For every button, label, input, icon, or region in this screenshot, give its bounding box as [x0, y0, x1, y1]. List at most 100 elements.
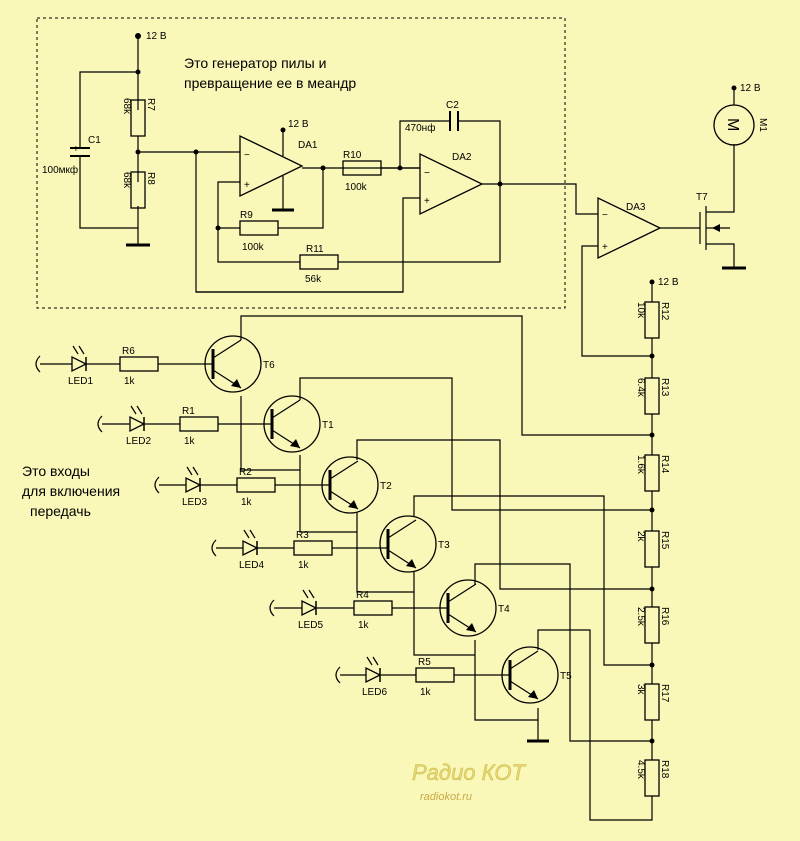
resistor-label-r5: R5 — [418, 657, 431, 668]
transistor-t4 — [439, 579, 497, 637]
transistor-label-t4: T4 — [498, 604, 510, 615]
c1-plus: + — [73, 144, 79, 155]
r16-label: R16 — [659, 607, 670, 626]
transistor-t2 — [321, 456, 379, 514]
led-label-5: LED5 — [298, 620, 323, 631]
r12-value: 10k — [635, 302, 646, 319]
r9-value: 100k — [242, 242, 265, 253]
led-6 — [365, 666, 382, 684]
inputs-note-line1: Это входы — [22, 463, 90, 479]
da1-label: DA1 — [298, 140, 318, 151]
resistor-label-r3: R3 — [296, 530, 309, 541]
led-3 — [185, 476, 202, 494]
supply-label-1: 12 В — [146, 31, 167, 42]
r17-label: R17 — [659, 684, 670, 703]
r13-label: R13 — [659, 378, 670, 397]
resistor-value-r4: 1k — [358, 620, 370, 631]
led-1 — [71, 355, 88, 373]
r10-label: R10 — [343, 150, 362, 161]
r7-value: 68k — [121, 98, 132, 115]
resistor-divider — [589, 279, 660, 821]
resistor-value-r1: 1k — [184, 436, 196, 447]
generator-note-line1: Это генератор пилы и — [184, 55, 326, 71]
r7-label: R7 — [145, 98, 156, 111]
resistor-r8 — [130, 171, 146, 209]
input-jack-5 — [269, 599, 275, 617]
led-label-3: LED3 — [182, 497, 207, 508]
opamp-da2 — [419, 152, 484, 216]
resistor-r14 — [644, 454, 660, 492]
da1-plus: + — [244, 180, 250, 191]
r10-value: 100k — [345, 182, 368, 193]
transistor-t6 — [204, 335, 262, 393]
r8-label: R8 — [145, 172, 156, 185]
r9-label: R9 — [240, 210, 253, 221]
resistor-r17 — [644, 683, 660, 721]
transistor-stages: LED1R61kT6LED2R11kT1LED3R21kT2LED4R31kT3… — [35, 335, 572, 704]
r14-value: 1.6k — [635, 455, 646, 475]
resistor-r18 — [644, 759, 660, 797]
opamp-da1 — [239, 134, 304, 198]
resistor-value-r2: 1k — [241, 497, 253, 508]
resistor-value-r5: 1k — [420, 687, 432, 698]
r12-label: R12 — [659, 302, 670, 321]
resistor-r5 — [415, 667, 455, 683]
r15-label: R15 — [659, 531, 670, 550]
resistor-r15 — [644, 530, 660, 568]
led-label-6: LED6 — [362, 687, 387, 698]
r8-value: 68k — [121, 172, 132, 189]
r16-value: 2.5k — [635, 607, 646, 627]
m1-label: M1 — [757, 118, 768, 132]
inputs-note-line3: передачь — [30, 503, 91, 519]
radiokot-site: radiokot.ru — [420, 791, 472, 803]
resistor-r4 — [353, 600, 393, 616]
resistor-r16 — [644, 606, 660, 644]
c1-value: 100мкф — [42, 164, 78, 176]
supply-label-2: 12 В — [288, 119, 309, 130]
r17-value: 3k — [635, 684, 646, 696]
r11-label: R11 — [306, 244, 324, 255]
r13-value: 6.4k — [635, 378, 646, 398]
input-jack-2 — [97, 415, 103, 433]
r15-value: 2k — [635, 531, 646, 543]
opamp-da3 — [597, 196, 662, 260]
transistor-label-t5: T5 — [560, 671, 572, 682]
resistor-r3 — [293, 540, 333, 556]
led-4 — [242, 539, 259, 557]
da3-plus: + — [602, 242, 608, 253]
led-label-1: LED1 — [68, 376, 93, 387]
resistor-value-r6: 1k — [124, 376, 136, 387]
output-stage — [581, 85, 755, 357]
r14-label: R14 — [659, 455, 670, 474]
labels: Это генератор пилы и превращение ее в ме… — [22, 31, 768, 780]
generator-block — [70, 33, 598, 293]
da2-minus: − — [424, 168, 430, 179]
resistor-r2 — [236, 477, 276, 493]
r18-label: R18 — [659, 760, 670, 779]
generator-note-line2: превращение ее в меандр — [184, 75, 356, 91]
resistor-r7 — [130, 99, 146, 137]
transistor-t1 — [263, 395, 321, 453]
resistor-r9 — [239, 220, 279, 236]
led-5 — [301, 599, 318, 617]
resistor-r6 — [119, 356, 159, 372]
supply-label-3: 12 В — [740, 83, 761, 94]
generator-frame — [36, 17, 566, 309]
motor-symbol: M — [724, 118, 741, 131]
transistor-label-t3: T3 — [438, 540, 450, 551]
transistor-t5 — [501, 646, 559, 704]
resistor-label-r1: R1 — [182, 406, 195, 417]
resistor-r12 — [644, 301, 660, 339]
resistor-r1 — [179, 416, 219, 432]
c1-label: C1 — [88, 135, 101, 146]
input-jack-1 — [35, 355, 41, 373]
transistor-label-t2: T2 — [380, 481, 392, 492]
resistor-label-r6: R6 — [122, 346, 135, 357]
c2-value: 470нф — [405, 122, 435, 134]
resistor-r13 — [644, 377, 660, 415]
da2-plus: + — [424, 196, 430, 207]
resistor-label-r2: R2 — [239, 467, 252, 478]
da3-minus: − — [602, 210, 608, 221]
da1-minus: − — [244, 150, 250, 161]
